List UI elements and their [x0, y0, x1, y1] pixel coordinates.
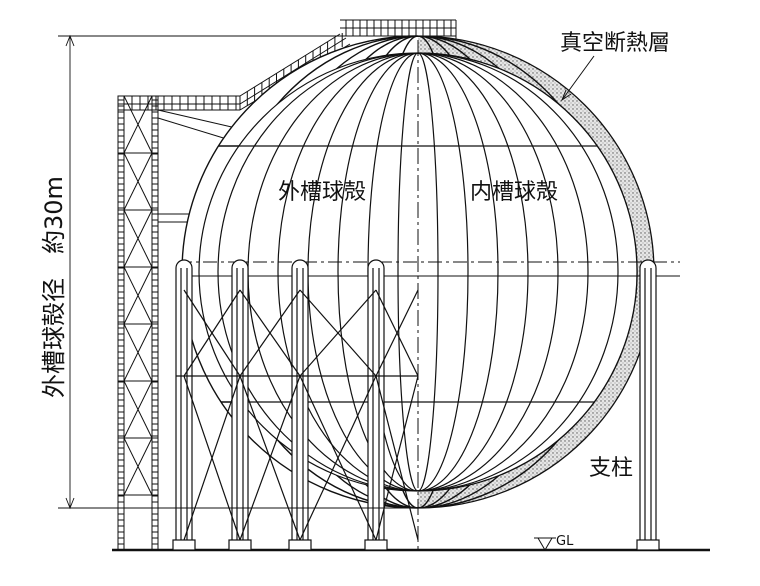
support-column [172, 259, 196, 551]
support-columns [172, 259, 660, 551]
support-column [228, 259, 252, 551]
ground-label: GL [556, 534, 574, 549]
equator-band [178, 261, 680, 277]
column-bracing [176, 289, 419, 541]
insulation-label: 真空断熱層 [560, 31, 670, 56]
support-label: 支柱 [589, 456, 633, 481]
diameter-dimension [58, 34, 418, 510]
outer-shell-label: 外槽球殻 [278, 180, 366, 205]
stair-tower [117, 95, 159, 551]
inner-shell-label: 内槽球殻 [470, 180, 558, 205]
insulation-leader [560, 55, 595, 102]
support-column [288, 259, 312, 551]
support-column [636, 259, 660, 551]
support-column [364, 259, 388, 551]
diameter-label: 外槽球殻径 約30m [40, 176, 68, 398]
ground-level-marker [534, 537, 556, 551]
